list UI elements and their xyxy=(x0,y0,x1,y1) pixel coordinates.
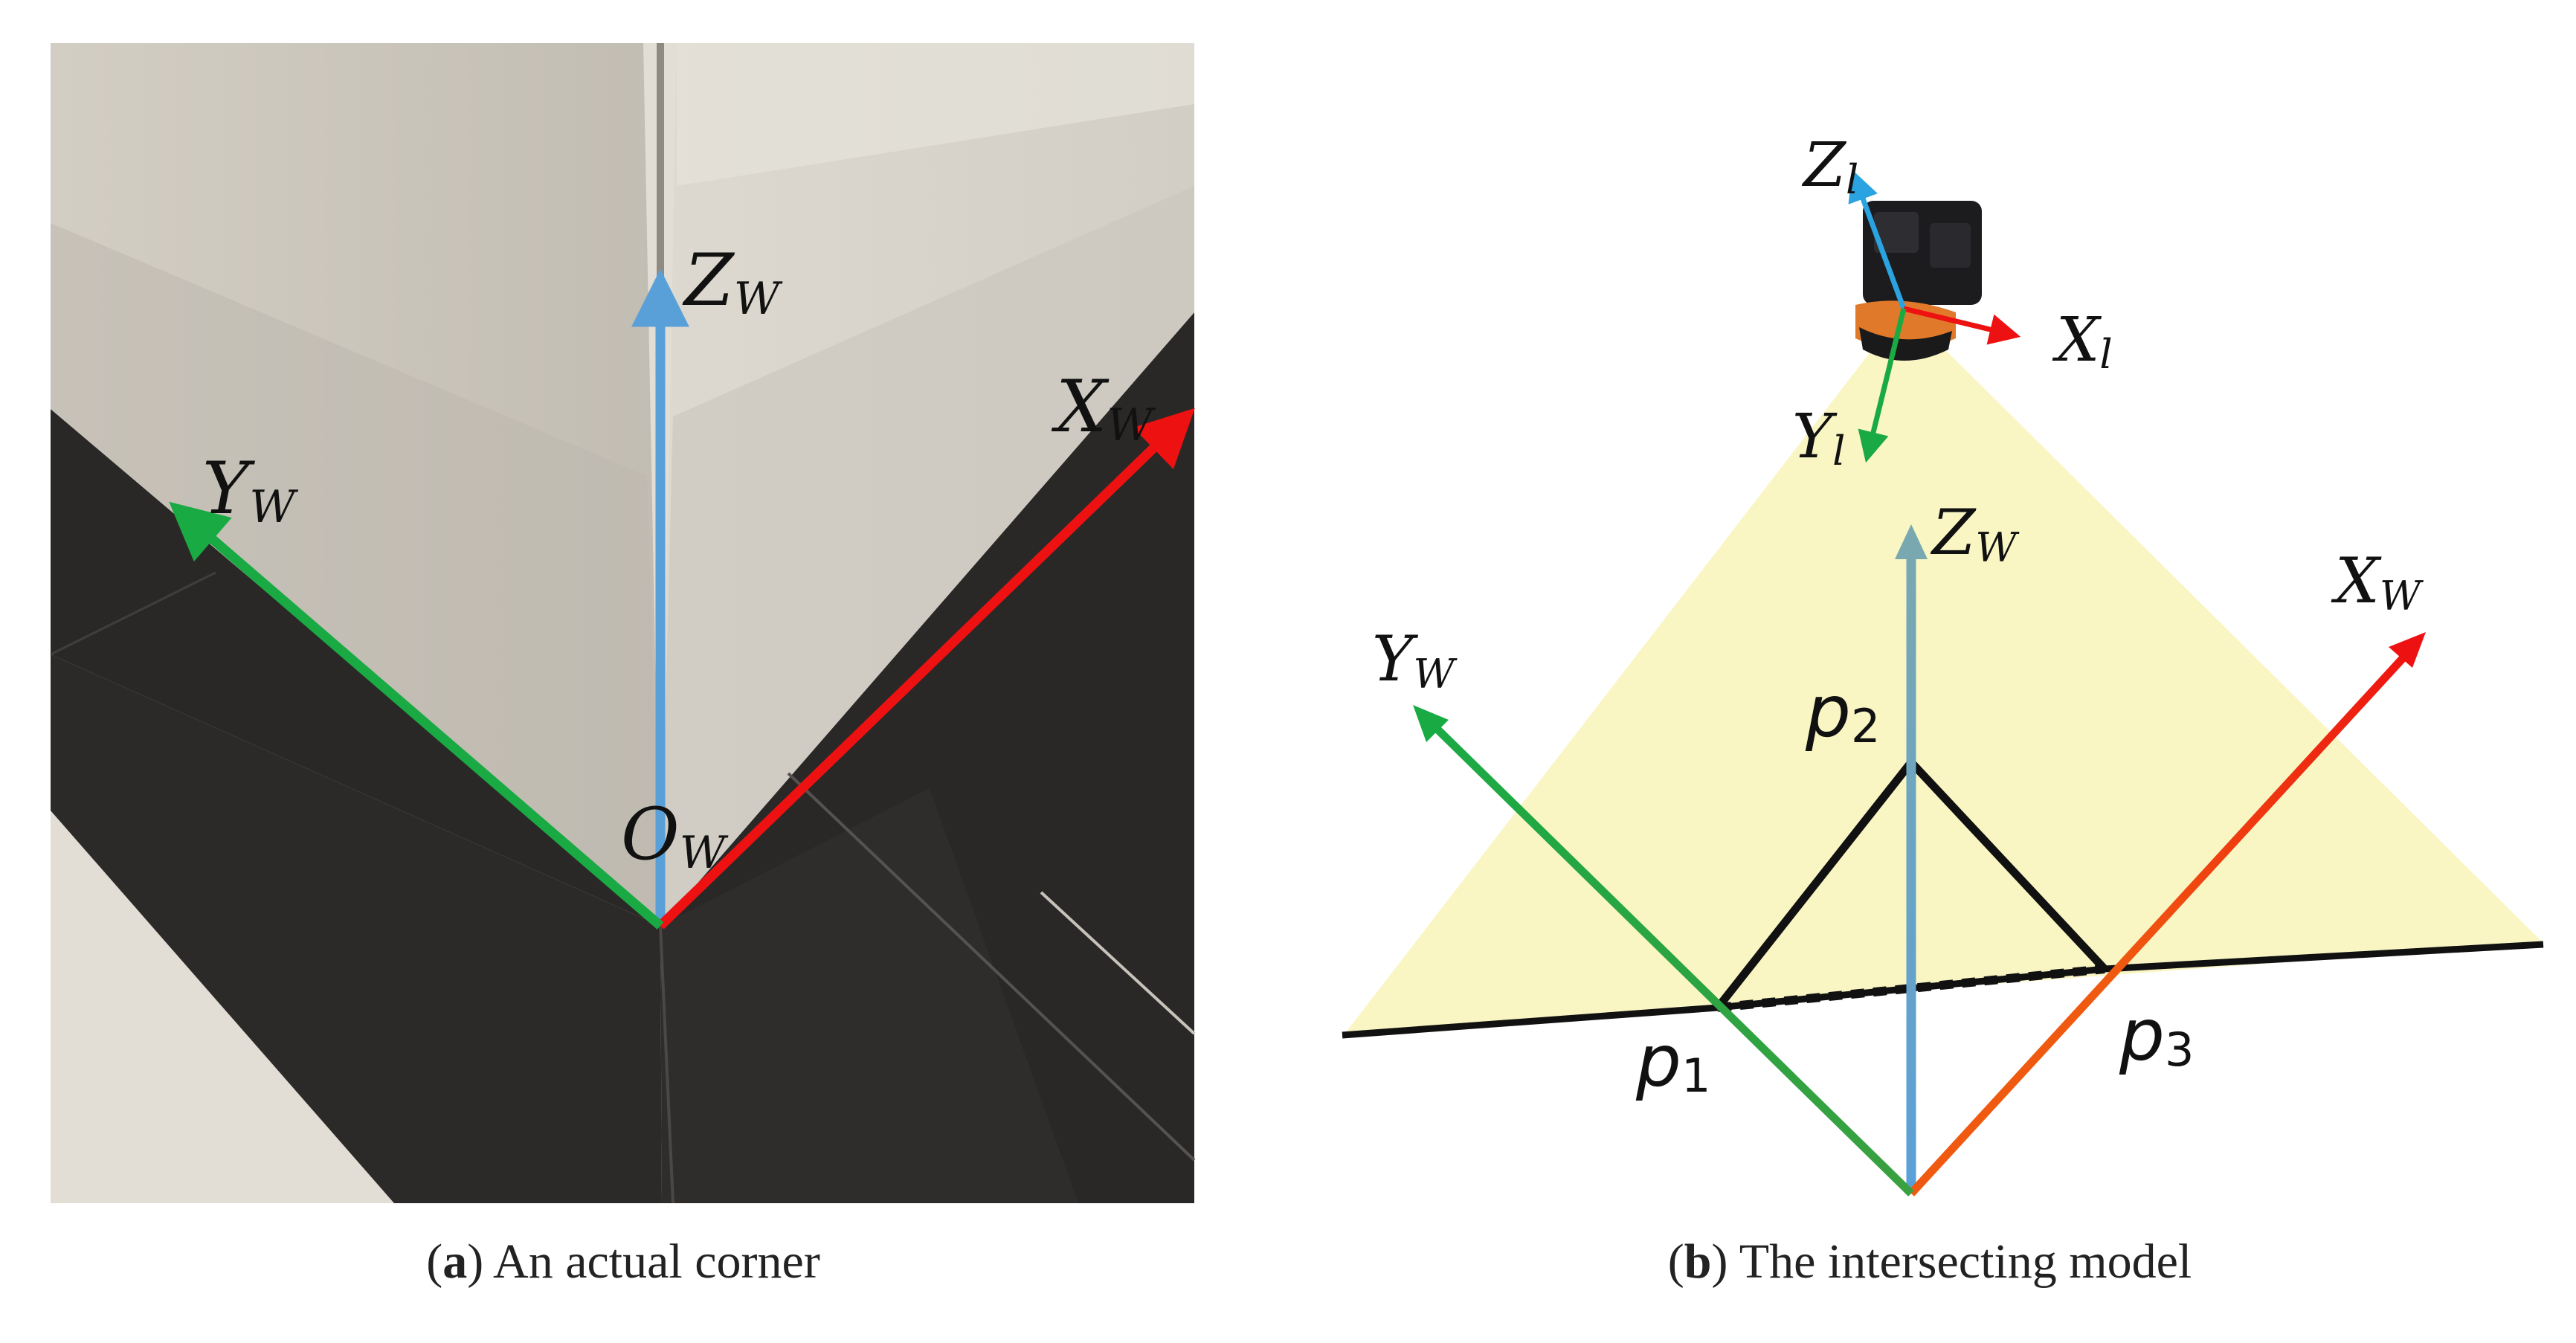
caption-a: (a) An actual corner xyxy=(426,1234,820,1289)
yw-label-b: YW xyxy=(1372,622,1458,698)
xw-arrowhead-b xyxy=(2389,632,2426,668)
yl-label: Yl xyxy=(1792,402,1845,474)
dark-floor-strip xyxy=(51,654,662,1203)
tile-seam xyxy=(659,925,674,1204)
zw-label-b: ZW xyxy=(1930,496,2020,571)
left-wall-shade xyxy=(51,223,660,926)
ow-label: OW xyxy=(621,793,729,879)
p3-label: p3 xyxy=(2119,993,2194,1077)
tile-seam xyxy=(50,571,216,656)
zw-arrowhead-b xyxy=(1895,524,1928,559)
panel-a-photo: ZW XW YW OW xyxy=(50,43,1196,1204)
yl-axis xyxy=(1858,308,1907,463)
xw-axis-b xyxy=(1907,644,2417,1197)
caption-b: (b) The intersecting model xyxy=(1668,1234,2192,1289)
yw-axis xyxy=(169,501,664,930)
zl-label: Zl xyxy=(1801,130,1858,203)
zw-label: ZW xyxy=(682,239,783,325)
yw-label: YW xyxy=(202,447,298,533)
xw-axis xyxy=(657,408,1195,930)
right-wall-band xyxy=(677,43,1194,186)
tile-seam xyxy=(1040,891,1196,1035)
panel-b-model: Zl Xl Yl ZW XW YW p2 p1 p3 xyxy=(1342,130,2544,1197)
p1-p3-dotted-line xyxy=(1717,964,2105,1012)
xw-label: XW xyxy=(1051,365,1156,451)
tile-seam xyxy=(787,772,1196,1162)
light-plane xyxy=(1346,309,2543,1032)
p1-label: p1 xyxy=(1635,1020,1710,1103)
dark-baseboard xyxy=(51,312,1194,1203)
dark-floor-right xyxy=(660,788,1078,1203)
xl-axis xyxy=(1903,306,2021,345)
zl-axis xyxy=(1848,170,1907,310)
p2-label: p2 xyxy=(1805,670,1880,753)
yw-axis-b xyxy=(1425,717,1914,1197)
lidar-sensor xyxy=(1855,201,1982,361)
right-wall-shade xyxy=(660,186,1194,926)
yw-arrowhead-b xyxy=(1413,705,1449,742)
xw-label-b: XW xyxy=(2331,544,2424,619)
xl-label: Xl xyxy=(2052,305,2113,378)
